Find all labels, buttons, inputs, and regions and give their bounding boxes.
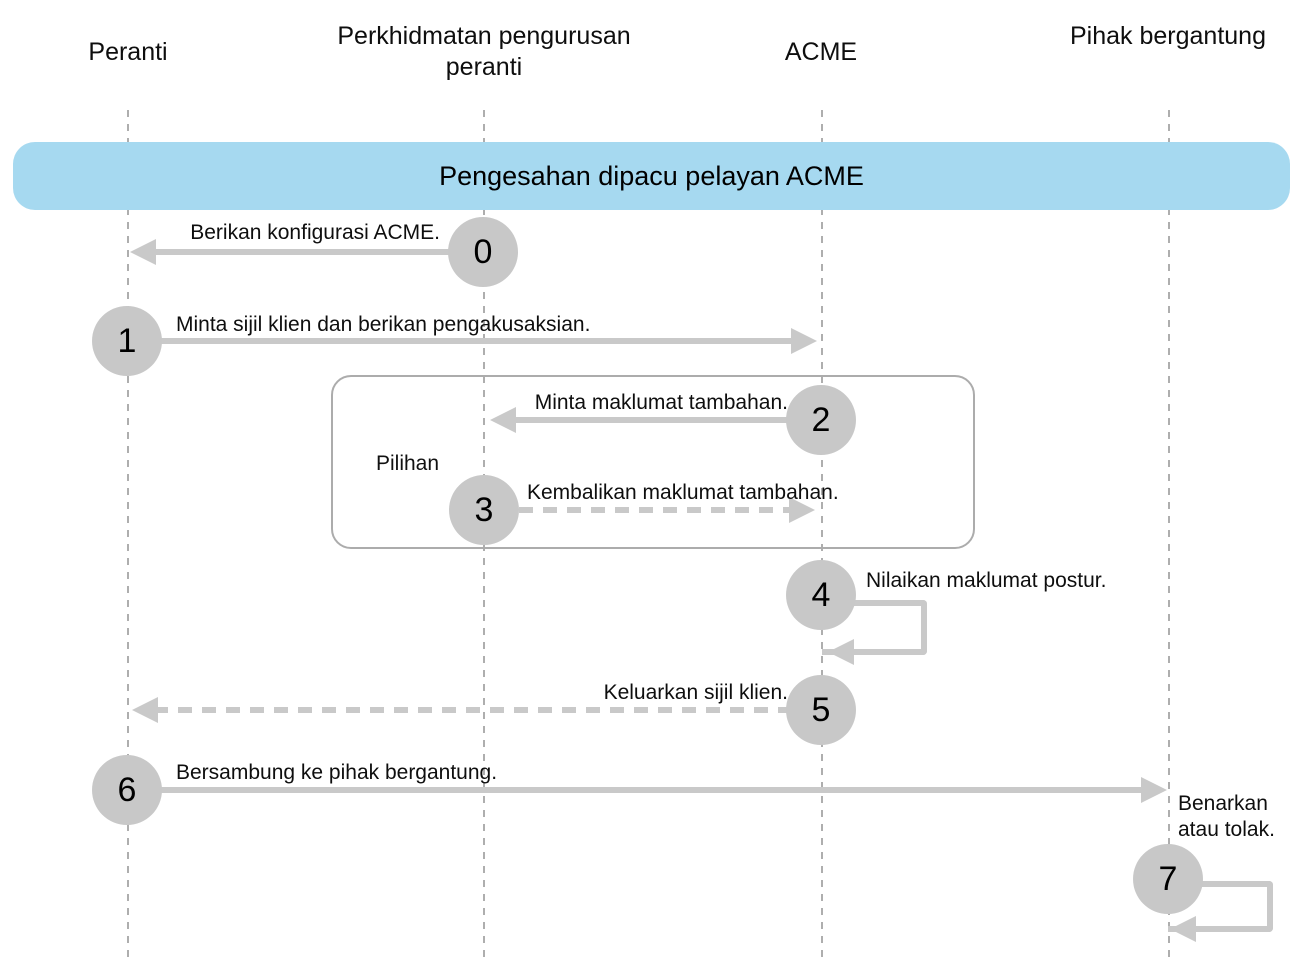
step-6-number: 6 bbox=[117, 770, 137, 809]
step-2-label: Minta maklumat tambahan. bbox=[534, 391, 788, 414]
actor-label-peranti: Peranti bbox=[88, 38, 168, 66]
step-5-label: Keluarkan sijil klien. bbox=[603, 681, 788, 704]
step-7-arrowhead-left-icon bbox=[1170, 916, 1196, 942]
step-4-number: 4 bbox=[811, 575, 831, 614]
step-1-circle: 1 bbox=[92, 306, 162, 376]
step-1-arrow-line bbox=[158, 338, 793, 344]
actor-label-acme: ACME bbox=[784, 38, 858, 66]
step-2-arrowhead-left-icon bbox=[490, 407, 516, 433]
step-5-arrow-line bbox=[154, 707, 788, 713]
actor-label-perkhidmatan-pengurusan-peranti: Perkhidmatan pengurusan peranti bbox=[337, 22, 631, 81]
step-0-number: 0 bbox=[473, 232, 493, 271]
optional-group-label: Pilihan bbox=[376, 452, 440, 475]
step-1-label: Minta sijil klien dan berikan pengakusak… bbox=[176, 313, 591, 336]
step-7-self-loop bbox=[1168, 881, 1273, 932]
step-2-number: 2 bbox=[811, 400, 831, 439]
step-3-arrowhead-right-icon bbox=[789, 497, 815, 523]
step-7-label: Benarkan atau tolak. bbox=[1178, 792, 1275, 841]
title-banner-label: Pengesahan dipacu pelayan ACME bbox=[439, 160, 864, 191]
actor-label-pihak-bergantung: Pihak bergantung bbox=[1070, 22, 1266, 50]
step-5-arrowhead-left-icon bbox=[132, 697, 158, 723]
step-4-circle: 4 bbox=[786, 560, 856, 630]
step-3-arrow-line bbox=[519, 507, 791, 513]
step-1-number: 1 bbox=[117, 321, 137, 360]
step-6-arrowhead-right-icon bbox=[1141, 777, 1167, 803]
title-banner: Pengesahan dipacu pelayan ACME bbox=[13, 142, 1290, 210]
step-2-arrow-line bbox=[512, 417, 790, 423]
step-1-arrowhead-right-icon bbox=[791, 328, 817, 354]
step-0-arrow-line bbox=[152, 249, 455, 255]
step-7-circle: 7 bbox=[1133, 844, 1203, 914]
step-0-circle: 0 bbox=[448, 217, 518, 287]
step-5-number: 5 bbox=[811, 690, 831, 729]
lifeline-pihak-bergantung bbox=[1168, 110, 1170, 963]
step-6-label: Bersambung ke pihak bergantung. bbox=[176, 761, 498, 784]
lifeline-peranti bbox=[127, 110, 129, 963]
step-6-arrow-line bbox=[158, 787, 1143, 793]
lifeline-acme bbox=[821, 110, 823, 963]
step-0-label: Berikan konfigurasi ACME. bbox=[190, 221, 440, 244]
step-6-circle: 6 bbox=[92, 755, 162, 825]
step-3-circle: 3 bbox=[449, 475, 519, 545]
step-4-arrowhead-left-icon bbox=[828, 639, 854, 665]
step-3-label: Kembalikan maklumat tambahan. bbox=[527, 481, 839, 504]
step-3-number: 3 bbox=[474, 490, 494, 529]
step-4-label: Nilaikan maklumat postur. bbox=[866, 569, 1107, 592]
optional-group-box bbox=[331, 375, 975, 549]
step-5-circle: 5 bbox=[786, 675, 856, 745]
step-4-self-loop bbox=[822, 600, 927, 655]
step-0-arrowhead-left-icon bbox=[130, 239, 156, 265]
step-7-number: 7 bbox=[1158, 859, 1178, 898]
step-2-circle: 2 bbox=[786, 385, 856, 455]
